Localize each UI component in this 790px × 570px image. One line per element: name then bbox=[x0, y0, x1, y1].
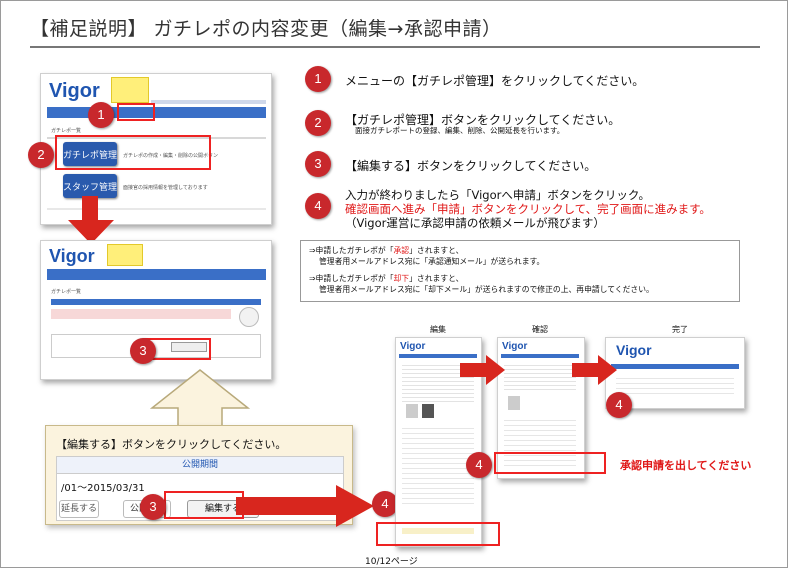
arrow-down-icon bbox=[68, 196, 114, 244]
step-marker-3-shot: 3 bbox=[130, 338, 156, 364]
confirm-lines-2 bbox=[504, 416, 576, 466]
note-reject-post: 」されますと、 bbox=[409, 274, 464, 283]
edit-button-mini[interactable] bbox=[171, 342, 207, 352]
done-lines bbox=[616, 374, 734, 394]
vigor-logo-edit: Vigor bbox=[400, 341, 426, 352]
flow-label-confirm: 確認 bbox=[532, 325, 548, 334]
note-approve-line1: ⇒申請したガチレポが「承認」されますと、 bbox=[309, 245, 731, 256]
edit-photo-2 bbox=[422, 404, 434, 418]
footer-divider bbox=[47, 208, 266, 210]
flow-arrow-2-icon bbox=[572, 355, 617, 385]
done-nav bbox=[611, 364, 739, 369]
section-divider bbox=[47, 137, 266, 139]
staff-desc: 面接官の採用情報を管理しております bbox=[123, 185, 208, 191]
flow-arrow-1-icon bbox=[460, 355, 505, 385]
vigor-logo-confirm: Vigor bbox=[502, 341, 528, 352]
list-header bbox=[51, 299, 261, 305]
step-marker-1-shot: 1 bbox=[88, 102, 114, 128]
highlight-gachirepo-button bbox=[55, 135, 211, 170]
step-marker-4-callout: 4 bbox=[372, 491, 398, 517]
step-2-sub: 面接ガチレポートの登録、編集、削除、公開延長を行います。 bbox=[355, 126, 565, 135]
section-label: ガチレポ一覧 bbox=[51, 128, 82, 134]
flow-label-edit: 編集 bbox=[430, 325, 446, 334]
main-nav[interactable] bbox=[47, 107, 266, 118]
vigor-logo-done: Vigor bbox=[616, 342, 652, 358]
edit-nav bbox=[399, 354, 477, 358]
step-4-line2: 確認画面へ進み「申請」ボタンをクリックして、完了画面に進みます。 bbox=[345, 202, 711, 216]
confirm-photo bbox=[508, 396, 520, 410]
note-reject-pre: ⇒申請したガチレポが「 bbox=[309, 274, 394, 283]
highlight-menu-gachirepo bbox=[117, 103, 155, 121]
note-approve-post: 」されますと、 bbox=[409, 246, 464, 255]
step-2-text: 【ガチレポ管理】ボタンをクリックしてください。 bbox=[345, 113, 621, 127]
section-label-2: ガチレポ一覧 bbox=[51, 289, 82, 295]
publish-button-label: 公開 bbox=[130, 504, 149, 514]
period-header-text: 公開期間 bbox=[181, 460, 218, 470]
logo-badge bbox=[111, 77, 149, 103]
confirm-nav bbox=[501, 354, 579, 358]
staff-manage-button[interactable]: スタッフ管理 bbox=[63, 174, 117, 198]
page-title: 【補足説明】 ガチレポの内容変更（編集→承認申請） bbox=[30, 18, 502, 40]
arrow-up-icon bbox=[150, 369, 250, 427]
vigor-logo-2: Vigor bbox=[49, 246, 95, 266]
edit-photo-1 bbox=[406, 404, 418, 418]
header-strip bbox=[151, 100, 266, 104]
edit-button-label: 編集する bbox=[204, 504, 241, 514]
highlight-callout-edit bbox=[164, 491, 244, 519]
step-4-line1: 入力が終わりましたら「Vigorへ申請」ボタンをクリック。 bbox=[345, 187, 650, 203]
screenshot-edit: Vigor bbox=[395, 337, 482, 547]
note-approve-word: 承認 bbox=[393, 246, 410, 255]
step-3-text: 【編集する】ボタンをクリックしてください。 bbox=[345, 159, 597, 173]
step-4-marker: 4 bbox=[305, 193, 331, 219]
step-marker-2-shot: 2 bbox=[28, 142, 54, 168]
screenshot-confirm: Vigor bbox=[497, 337, 585, 479]
note-reject-line2: 管理者用メールアドレス宛に「却下メール」が送られますので修正の上、再申請してくだ… bbox=[319, 285, 654, 294]
edit-apply-strip bbox=[402, 528, 474, 534]
period-value: /01～2015/03/31 bbox=[61, 483, 145, 494]
step-3-marker: 3 bbox=[305, 151, 331, 177]
step-2-marker: 2 bbox=[305, 110, 331, 136]
alert-bar bbox=[51, 309, 231, 319]
note-reject-line1: ⇒申請したガチレポが「却下」されますと、 bbox=[309, 273, 731, 284]
callout-instruction: 【編集する】ボタンをクリックしてください。 bbox=[56, 438, 287, 451]
step-marker-4-confirm: 4 bbox=[466, 452, 492, 478]
extend-button[interactable]: 延長する bbox=[59, 500, 99, 518]
note-approve-pre: ⇒申請したガチレポが「 bbox=[309, 246, 394, 255]
logo-badge-2 bbox=[107, 244, 143, 266]
period-header: 公開期間 bbox=[57, 457, 343, 474]
vigor-logo: Vigor bbox=[49, 80, 100, 102]
screenshot-menu: Vigor ガチレポ一覧 ガチレポ管理 ガチレポの作成・編集・削除の公開ボタン … bbox=[40, 73, 272, 225]
mascot-icon bbox=[239, 307, 259, 327]
step-1-marker: 1 bbox=[305, 66, 331, 92]
edit-form-lines-2 bbox=[402, 424, 474, 504]
extend-button-label: 延長する bbox=[60, 504, 97, 514]
highlight-apply-confirm bbox=[494, 452, 606, 474]
notes-box: ⇒申請したガチレポが「承認」されますと、 管理者用メールアドレス宛に「承認通知メ… bbox=[300, 240, 740, 302]
gachirepo-desc: ガチレポの作成・編集・削除の公開ボタン bbox=[123, 153, 219, 159]
note-approve-line2: 管理者用メールアドレス宛に「承認通知メール」が送られます。 bbox=[319, 257, 545, 266]
step-marker-4-done: 4 bbox=[606, 392, 632, 418]
apply-message: 承認申請を出してください bbox=[620, 459, 752, 472]
table-row bbox=[51, 334, 261, 358]
step-1-text: メニューの【ガチレポ管理】をクリックしてください。 bbox=[345, 74, 645, 88]
screenshot-list: Vigor ガチレポ一覧 bbox=[40, 240, 272, 380]
step-4-line1-text: 入力が終わりましたら「Vigorへ申請」ボタンをクリック。 bbox=[345, 188, 650, 202]
page-footer: 10/12ページ bbox=[365, 557, 418, 567]
main-nav-2[interactable] bbox=[47, 269, 266, 280]
flow-label-done: 完了 bbox=[672, 325, 688, 334]
highlight-apply-button bbox=[376, 522, 500, 546]
confirm-lines bbox=[504, 362, 576, 392]
gachirepo-manage-button[interactable]: ガチレポ管理 bbox=[63, 142, 117, 166]
title-underline bbox=[30, 46, 760, 48]
step-4-line3: （Vigor運営に承認申請の依頼メールが飛びます） bbox=[345, 216, 605, 230]
step-marker-3-callout: 3 bbox=[140, 494, 166, 520]
arrow-right-icon bbox=[236, 485, 374, 527]
note-reject-word: 却下 bbox=[393, 274, 410, 283]
